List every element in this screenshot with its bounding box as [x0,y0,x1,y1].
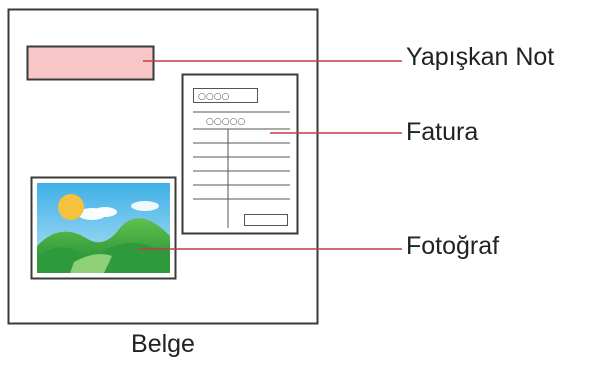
photo [30,176,177,280]
photo-label: Fotoğraf [406,232,500,260]
invoice-header-box-text: ○○○○ [198,92,230,102]
invoice: ○○○○ ○○○○○ [181,73,299,235]
invoice-subheader-text: ○○○○○ [206,117,245,127]
document-caption: Belge [131,330,195,358]
sticky-note-label: Yapışkan Not [406,43,555,71]
invoice-label: Fatura [406,118,479,146]
sticky-note [26,45,155,81]
sun-icon [58,194,84,220]
